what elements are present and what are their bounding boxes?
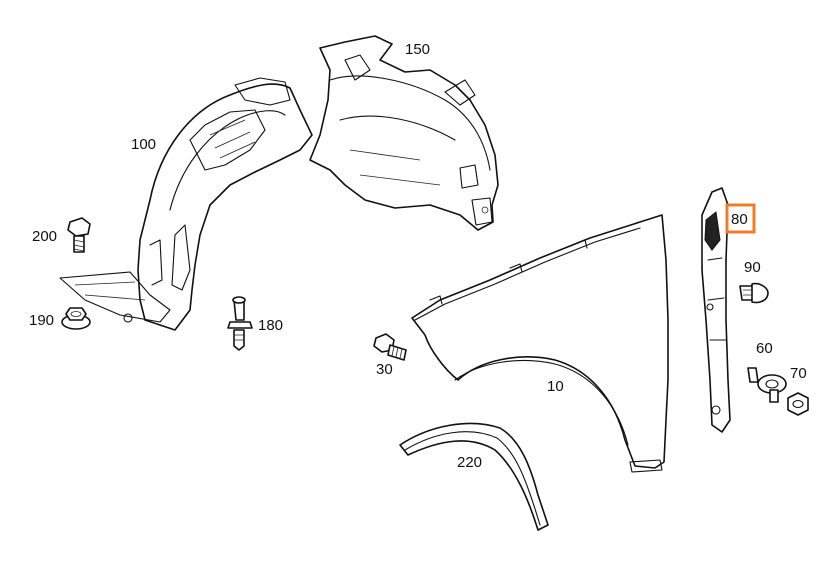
part-90-fastener[interactable] [739,282,769,304]
label-80[interactable]: 80 [731,211,748,228]
part-60-stud-bolt[interactable] [747,367,787,403]
label-10[interactable]: 10 [547,378,564,395]
part-100-wheel-arch-liner[interactable] [59,77,313,331]
label-30[interactable]: 30 [376,361,393,378]
part-180-clip[interactable] [227,296,253,351]
part-10-front-fender[interactable] [411,214,669,473]
label-180[interactable]: 180 [258,317,283,334]
label-70[interactable]: 70 [790,365,807,382]
part-30-bolt[interactable] [373,333,407,361]
label-200[interactable]: 200 [32,228,57,245]
part-190-nut[interactable] [61,307,91,330]
part-200-screw[interactable] [67,217,91,253]
label-190[interactable]: 190 [29,312,54,329]
label-150[interactable]: 150 [405,41,430,58]
highlight-box-80 [725,203,756,234]
label-100[interactable]: 100 [131,136,156,153]
label-60[interactable]: 60 [756,340,773,357]
part-150-wheel-arch-liner[interactable] [309,35,499,231]
part-80-fender-bracket[interactable] [701,187,731,433]
part-220-wheel-arch-trim[interactable] [399,422,549,531]
label-220[interactable]: 220 [457,454,482,471]
part-70-nut[interactable] [787,392,809,416]
label-90[interactable]: 90 [744,259,761,276]
